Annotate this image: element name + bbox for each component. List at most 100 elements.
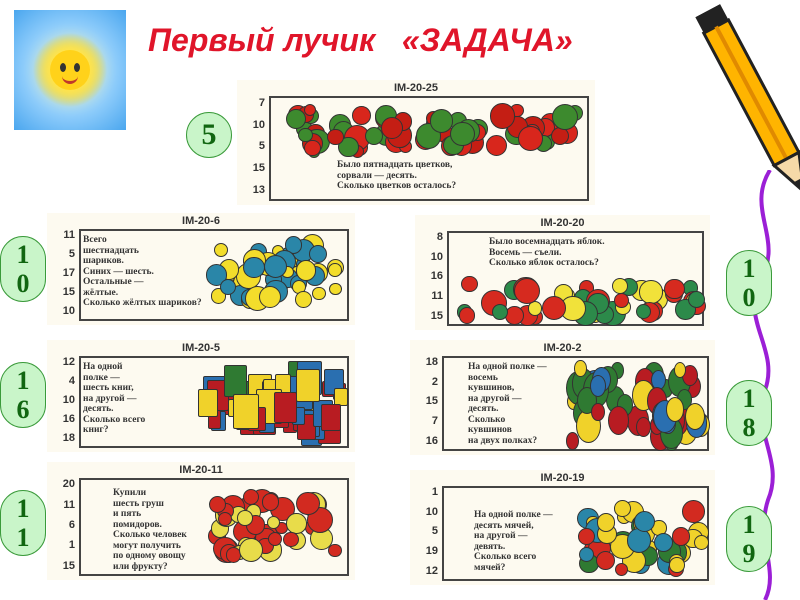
answer-option[interactable]: 13 [252, 184, 265, 197]
answer-option[interactable]: 7 [258, 96, 265, 109]
pears-tomatoes-item [236, 510, 253, 526]
answer-option[interactable]: 15 [430, 310, 443, 323]
balloons-item [328, 263, 343, 277]
balls-item [614, 563, 628, 577]
answer-options: 1 10 5 19 12 [414, 482, 438, 581]
task-text: На одной полке — восемь кувшинов, на дру… [468, 362, 547, 446]
answer-option[interactable]: 10 [62, 305, 75, 318]
answer-option[interactable]: 5 [431, 525, 438, 538]
pears-tomatoes-item [217, 511, 232, 527]
answer-option[interactable]: 15 [62, 286, 75, 299]
answer-option[interactable]: 17 [62, 266, 75, 279]
balls-item [682, 499, 705, 523]
answer-option[interactable]: 11 [431, 290, 443, 303]
sun-eye [74, 63, 80, 72]
slide-title: Первый лучик «ЗАДАЧА» [148, 22, 573, 58]
answer-digit: 1 [16, 240, 30, 269]
balls-item [596, 513, 616, 532]
answer-option[interactable]: 10 [252, 118, 265, 131]
answer-digit: 1 [16, 366, 30, 395]
balls-item [653, 532, 674, 553]
pears-tomatoes-item [283, 531, 299, 548]
answer-option[interactable]: 12 [425, 565, 438, 578]
answer-option[interactable]: 10 [425, 505, 438, 518]
flowers-item [286, 109, 307, 130]
sun-mouth [62, 74, 78, 84]
card-frame [79, 229, 349, 321]
answer-option[interactable]: 10 [62, 393, 75, 406]
answer-digit: 1 [16, 494, 30, 523]
balls-item [595, 550, 616, 571]
flowers-item [365, 126, 384, 145]
answer-option[interactable]: 5 [258, 140, 265, 153]
apples-item [492, 303, 508, 320]
answer-option[interactable]: 15 [62, 559, 75, 572]
answer-digit: 0 [742, 283, 756, 312]
answer-option[interactable]: 20 [62, 478, 75, 491]
answer-option[interactable]: 11 [63, 498, 75, 511]
answer-options: 20 11 6 1 15 [51, 474, 75, 576]
task-text: На одной полке — десять мячей, на другой… [474, 510, 553, 573]
answer-option[interactable]: 18 [425, 355, 438, 368]
answer-option[interactable]: 4 [68, 374, 75, 387]
answer-digit: 0 [16, 269, 30, 298]
flowers-item [450, 121, 475, 146]
pears-tomatoes-item [242, 489, 259, 506]
answer-option[interactable]: 19 [425, 545, 438, 558]
balls-item [627, 528, 652, 553]
balloons-item [308, 245, 327, 264]
task-text: Было пятнадцать цветков, сорвали — десят… [337, 160, 457, 191]
answer-digit: 1 [742, 510, 756, 539]
answer-option[interactable]: 18 [62, 432, 75, 445]
apples-picture [455, 275, 706, 327]
answer-option[interactable]: 6 [68, 518, 75, 531]
flowers-item [351, 106, 371, 126]
answer-option[interactable]: 1 [68, 539, 75, 552]
apples-item [614, 292, 630, 308]
answer-option[interactable]: 5 [68, 247, 75, 260]
answer-option[interactable]: 12 [62, 355, 75, 368]
answer-option[interactable]: 16 [425, 435, 438, 448]
answer-option[interactable]: 8 [436, 230, 443, 243]
balloons-picture [197, 233, 347, 318]
flowers-item [552, 103, 578, 130]
balloons-item [296, 260, 317, 281]
answer-option[interactable]: 16 [430, 270, 443, 283]
pears-tomatoes-picture [207, 487, 342, 572]
answer-option[interactable]: 16 [62, 413, 75, 426]
card-frame [269, 96, 589, 201]
answer-option[interactable]: 1 [431, 485, 438, 498]
answer-option[interactable]: 15 [425, 395, 438, 408]
pears-tomatoes-item [261, 492, 280, 511]
balloons-item [258, 286, 281, 309]
answer-options: 11 5 17 15 10 [51, 225, 75, 321]
balloons-item [329, 282, 342, 296]
answer-option[interactable]: 10 [430, 250, 443, 263]
answer-option[interactable]: 7 [431, 415, 438, 428]
apples-item [514, 278, 540, 305]
answer-option[interactable]: 11 [63, 228, 75, 241]
answer-option[interactable]: 2 [431, 375, 438, 388]
apples-item [542, 295, 567, 320]
balls-item [668, 557, 685, 573]
pears-tomatoes-item [238, 537, 264, 563]
flowers-item [304, 139, 321, 157]
answer-circle[interactable]: 5 [186, 112, 232, 158]
task-text: Было восемнадцать яблок. Восемь — съели.… [489, 237, 605, 268]
balls-item [633, 511, 655, 533]
card-code: IM-20-6 [182, 215, 220, 227]
jugs-item [590, 375, 607, 398]
answer-option[interactable]: 15 [252, 162, 265, 175]
jugs-item [636, 416, 652, 438]
flowers-item [304, 103, 317, 116]
books-item [296, 369, 320, 402]
balloons-item [220, 279, 237, 296]
